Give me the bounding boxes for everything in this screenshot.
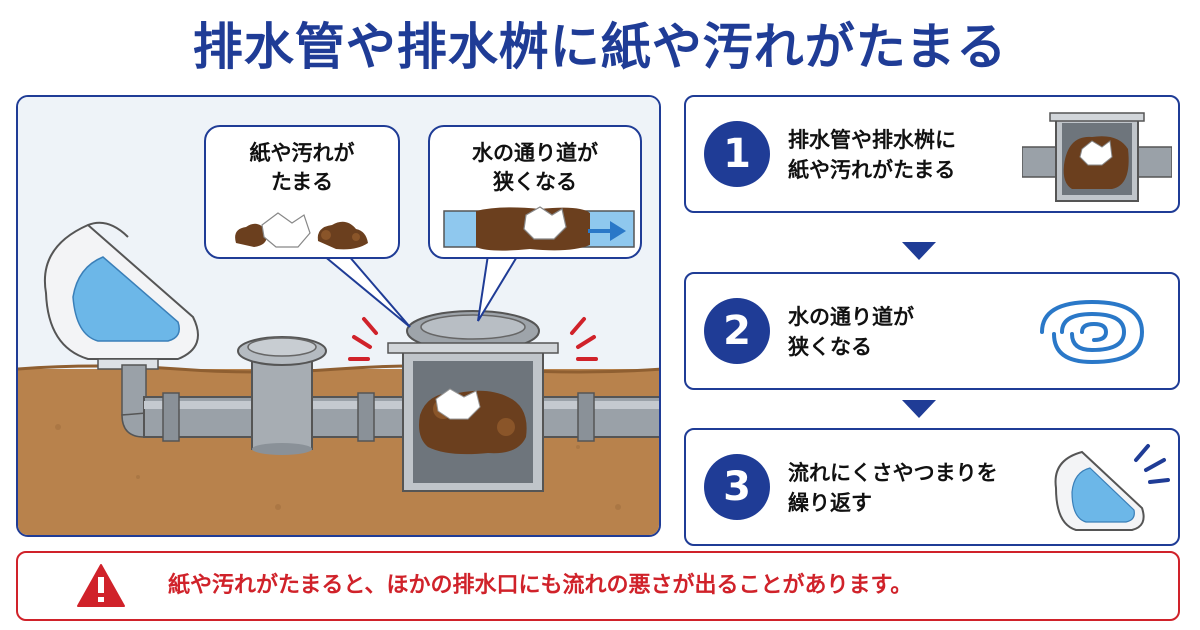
bubble-narrow-line-1: 水の通り道が [472,141,598,165]
arrow-down-2-icon [902,400,936,418]
step-3: 3 流れにくさやつまりを 繰り返す [684,428,1180,546]
bubble-narrow: 水の通り道が 狭くなる [428,125,642,259]
bubble-debris: 紙や汚れが たまる [204,125,400,259]
bubble-narrow-line-2: 狭くなる [493,170,577,194]
page-title: 排水管や排水桝に紙や汚れがたまる [192,18,1008,76]
step-3-line-1: 流れにくさやつまりを [788,461,998,485]
step-1-line-1: 排水管や排水桝に [788,128,956,152]
step-1: 1 排水管や排水桝に 紙や汚れがたまる [684,95,1180,213]
warning-banner: 紙や汚れがたまると、ほかの排水口にも流れの悪さが出ることがあります。 [16,551,1180,621]
bubble-debris-line-1: 紙や汚れが [249,141,355,165]
narrow-pipe-icon [443,206,635,251]
alert-marks [348,317,598,361]
step-text-3: 流れにくさやつまりを 繰り返す [788,458,1018,518]
catch-basin-illustration [387,310,559,492]
cleanout-illustration [237,336,327,455]
step-2: 2 水の通り道が 狭くなる [684,272,1180,390]
step-1-line-2: 紙や汚れがたまる [788,158,956,182]
step-number-3: 3 [704,454,770,520]
debris-icon [235,212,368,250]
arrow-down-1-icon [902,242,936,260]
bubble-debris-line-2: たまる [270,170,334,194]
step-3-line-2: 繰り返す [788,491,872,515]
drain-scene: 紙や汚れが たまる 水の通り道が 狭くなる [16,95,661,537]
warning-triangle-icon [77,564,125,607]
toilet-illustration [43,221,199,370]
step-text-2: 水の通り道が 狭くなる [788,302,1018,362]
catch-basin-icon [1022,112,1172,202]
step-number-2: 2 [704,298,770,364]
swirl-icon [1040,299,1145,365]
step-text-1: 排水管や排水桝に 紙や汚れがたまる [788,125,1018,185]
step-2-line-1: 水の通り道が [788,305,914,329]
toilet-icon [1054,444,1170,531]
step-number-1: 1 [704,121,770,187]
step-2-line-2: 狭くなる [788,335,872,359]
warning-text: 紙や汚れがたまると、ほかの排水口にも流れの悪さが出ることがあります。 [168,573,913,598]
